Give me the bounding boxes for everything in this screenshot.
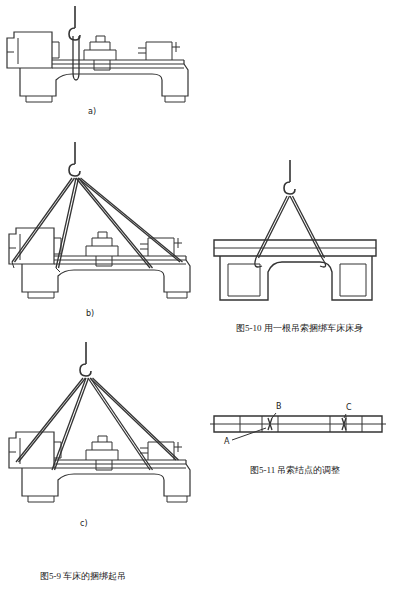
sling-rope: [56, 178, 76, 268]
callout-letter: c): [80, 520, 88, 529]
sling-rope: [81, 178, 183, 262]
sling-rope: [90, 378, 176, 460]
bed-rib: [240, 416, 362, 432]
lathe-c-carriage: [86, 436, 118, 470]
sling-rope: [79, 178, 153, 268]
lathe-a-headstock-detail: [7, 38, 18, 64]
lifting-hook: [69, 6, 80, 40]
sling-rope: [290, 196, 322, 258]
lathe-c-feet: [28, 496, 187, 502]
lifting-hook: [284, 160, 295, 194]
lathe-b-headstock: [9, 228, 54, 264]
bed-way: [214, 248, 376, 249]
sling-rope: [15, 178, 75, 262]
lathe-a-chuck: [52, 42, 59, 58]
sling-rope: [256, 196, 287, 258]
callout-letter: b): [86, 310, 94, 319]
lathe-b-bed: [54, 256, 186, 260]
lifting-hook: [80, 342, 91, 376]
lathe-bed: [214, 240, 376, 256]
callout-letter: A: [224, 438, 229, 447]
sling-rope: [73, 36, 79, 80]
lathe-b-feet: [28, 292, 187, 298]
sling-rope: [76, 178, 150, 268]
sling-rope: [293, 196, 325, 258]
lathe-b-base: [22, 260, 190, 292]
sling-rope: [55, 378, 89, 470]
figure-caption: 图5-9 车床的捆绑起吊: [40, 572, 126, 582]
lathe-a-bed: [52, 60, 184, 64]
lathe-c-base: [22, 464, 190, 496]
leg-cavity: [228, 264, 366, 296]
callout-letter: C: [346, 404, 352, 413]
lathe-b-bed-lower: [54, 264, 186, 265]
figure-caption: 图5-10 用一根吊索捆绑车床床身: [236, 324, 363, 334]
sling-rope: [78, 178, 180, 262]
lathe-a-tailstock: [138, 42, 180, 60]
lathe-a-bed-lower: [52, 68, 184, 69]
lathe-a-headstock: [7, 32, 52, 68]
sling-rope: [93, 378, 179, 460]
lathe-c-headstock: [9, 432, 54, 468]
lathe-a-feet: [26, 96, 185, 102]
sling-knot: [268, 418, 346, 430]
callout-letter: B: [276, 403, 282, 412]
lathe-c-bed-lower: [54, 468, 186, 469]
figure-caption: 图5-11 吊索结点的调整: [250, 466, 340, 476]
centre-line: [210, 424, 386, 425]
sling-rope: [52, 378, 86, 470]
sling-knot: [12, 262, 60, 272]
leader-line: [232, 413, 346, 440]
lathe-a-base: [20, 64, 188, 96]
sling-rope: [91, 378, 153, 470]
lifting-hook: [69, 142, 80, 176]
callout-letter: a): [88, 108, 96, 117]
bed-body: [220, 256, 372, 300]
sling-rope: [19, 378, 86, 462]
sling-rope: [259, 196, 290, 258]
lathe-b-carriage: [86, 232, 118, 266]
lathe-c-headstock-detail: [9, 438, 20, 464]
lathe-a-carriage: [84, 36, 116, 70]
sling-loop: [255, 258, 326, 267]
sling-rope: [59, 178, 79, 268]
lathe-c-bed: [54, 460, 186, 464]
